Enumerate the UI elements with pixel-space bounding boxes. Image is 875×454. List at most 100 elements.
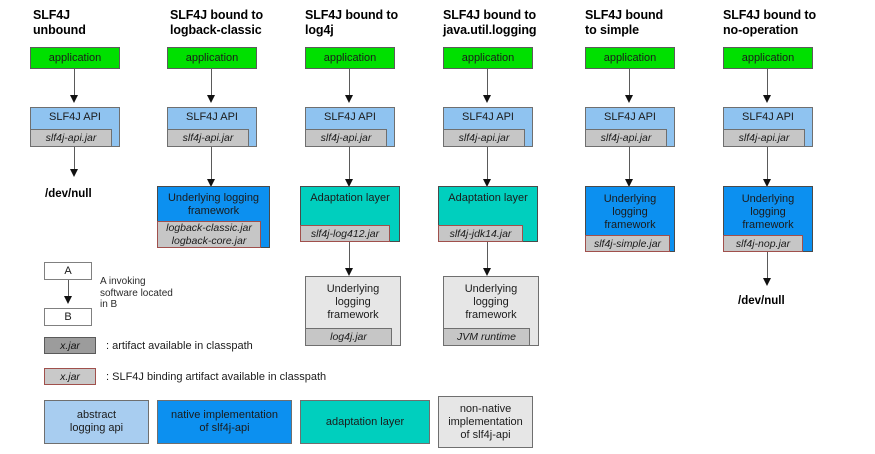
node-application-log4j: application: [305, 47, 395, 69]
node-slf4j-api-nop: SLF4J API slf4j-api.jar: [723, 107, 813, 147]
legend-binding-chip-label: x.jar: [60, 370, 80, 383]
arrow-head-icon: [483, 268, 491, 276]
node-slf4j-api-simple: SLF4J API slf4j-api.jar: [585, 107, 675, 147]
legend-binding-chip: x.jar: [44, 368, 96, 385]
node-underlying-framework-jul: Underlying logging framework JVM runtime: [443, 276, 539, 346]
jar-chip-binding: slf4j-nop.jar: [723, 235, 803, 252]
arrow-line: [349, 69, 350, 97]
legend-artifact-chip: x.jar: [44, 337, 96, 354]
node-label: Underlying logging framework: [741, 193, 795, 231]
node-label: Underlying logging framework: [603, 193, 657, 231]
node-label: application: [323, 52, 377, 64]
arrow-line: [211, 69, 212, 97]
jar-chip: slf4j-api.jar: [305, 129, 387, 147]
arrow-line: [74, 69, 75, 97]
arrow-head-icon: [483, 95, 491, 103]
arrow-line: [767, 147, 768, 181]
arrow-head-icon: [345, 95, 353, 103]
legend-box-a-label: A: [64, 265, 72, 277]
node-label: SLF4J API: [186, 111, 238, 123]
arrow-head-icon: [345, 179, 353, 187]
arrow-head-icon: [763, 278, 771, 286]
node-adaptation-layer-log4j: Adaptation layer slf4j-log412.jar: [300, 186, 400, 242]
arrow-line: [767, 252, 768, 280]
column-title-jul: SLF4J bound to java.util.logging: [443, 8, 537, 37]
node-underlying-framework-nop: Underlying logging framework slf4j-nop.j…: [723, 186, 813, 252]
node-label: Underlying logging framework: [464, 283, 518, 321]
legend-invocation-caption: A invoking software located in B: [100, 276, 173, 310]
node-label: SLF4J API: [324, 111, 376, 123]
terminal-dev-null: /dev/null: [738, 295, 785, 307]
node-underlying-framework-logback: Underlying logging framework logback-cla…: [157, 186, 270, 248]
node-label: Underlying logging framework: [326, 283, 380, 321]
node-application-simple: application: [585, 47, 675, 69]
arrow-line: [767, 69, 768, 97]
arrow-line: [629, 69, 630, 97]
jar-chip-binding: slf4j-log412.jar: [300, 225, 390, 242]
node-label: SLF4J API: [462, 111, 514, 123]
arrow-head-icon: [763, 95, 771, 103]
node-application-nop: application: [723, 47, 813, 69]
arrow-line: [487, 147, 488, 181]
legend-box-a: A: [44, 262, 92, 280]
jar-chip: slf4j-api.jar: [167, 129, 249, 147]
jar-chip: slf4j-api.jar: [30, 129, 112, 147]
node-slf4j-api-logback: SLF4J API slf4j-api.jar: [167, 107, 257, 147]
legend-box-b-label: B: [64, 311, 72, 323]
arrow-head-icon: [763, 179, 771, 187]
node-label: application: [48, 52, 102, 64]
legend-binding-text: : SLF4J binding artifact available in cl…: [106, 371, 327, 383]
arrow-head-icon: [483, 179, 491, 187]
node-label: Adaptation layer: [310, 192, 390, 204]
jar-chip: log4j.jar: [305, 328, 392, 346]
node-adaptation-layer-jul: Adaptation layer slf4j-jdk14.jar: [438, 186, 538, 242]
node-label: application: [185, 52, 239, 64]
node-application-jul: application: [443, 47, 533, 69]
terminal-dev-null: /dev/null: [45, 188, 92, 200]
column-title-logback: SLF4J bound to logback-classic: [170, 8, 264, 37]
node-label: SLF4J API: [604, 111, 656, 123]
node-label: Adaptation layer: [448, 192, 528, 204]
column-title-nop: SLF4J bound to no-operation: [723, 8, 817, 37]
column-title-unbound: SLF4J unbound: [33, 8, 86, 37]
node-underlying-framework-log4j: Underlying logging framework log4j.jar: [305, 276, 401, 346]
arrow-head-icon: [207, 95, 215, 103]
arrow-head-icon: [70, 95, 78, 103]
column-title-simple: SLF4J bound to simple: [585, 8, 664, 37]
arrow-head-icon: [70, 169, 78, 177]
column-title-log4j: SLF4J bound to log4j: [305, 8, 399, 37]
arrow-head-icon: [625, 95, 633, 103]
node-application-unbound: application: [30, 47, 120, 69]
legend-box-b: B: [44, 308, 92, 326]
jar-chip: JVM runtime: [443, 328, 530, 346]
legend-swatch-native-implementation: native implementation of slf4j-api: [157, 400, 292, 444]
legend-swatch-non-native-implementation: non-native implementation of slf4j-api: [438, 396, 533, 448]
node-application-logback: application: [167, 47, 257, 69]
node-label: Underlying logging framework: [167, 192, 260, 217]
arrow-line: [74, 147, 75, 171]
jar-chip-binding: slf4j-simple.jar: [585, 235, 670, 252]
arrow-head-icon: [64, 296, 72, 304]
arrow-head-icon: [207, 179, 215, 187]
arrow-head-icon: [625, 179, 633, 187]
jar-chip: slf4j-api.jar: [443, 129, 525, 147]
arrow-line: [487, 242, 488, 270]
arrow-line: [487, 69, 488, 97]
node-label: SLF4J API: [742, 111, 794, 123]
arrow-line: [349, 147, 350, 181]
arrow-line: [629, 147, 630, 181]
legend-artifact-text: : artifact available in classpath: [106, 340, 253, 352]
node-label: application: [741, 52, 795, 64]
arrow-line: [349, 242, 350, 270]
arrow-line: [68, 280, 69, 300]
arrow-line: [211, 147, 212, 181]
arrow-head-icon: [345, 268, 353, 276]
node-slf4j-api-jul: SLF4J API slf4j-api.jar: [443, 107, 533, 147]
jar-chip-binding: slf4j-jdk14.jar: [438, 225, 523, 242]
legend-swatch-adaptation-layer: adaptation layer: [300, 400, 430, 444]
jar-chip: slf4j-api.jar: [585, 129, 667, 147]
legend-swatch-abstract-logging-api: abstract logging api: [44, 400, 149, 444]
node-underlying-framework-simple: Underlying logging framework slf4j-simpl…: [585, 186, 675, 252]
jar-chip-binding: logback-classic.jar logback-core.jar: [157, 221, 261, 248]
node-slf4j-api-log4j: SLF4J API slf4j-api.jar: [305, 107, 395, 147]
